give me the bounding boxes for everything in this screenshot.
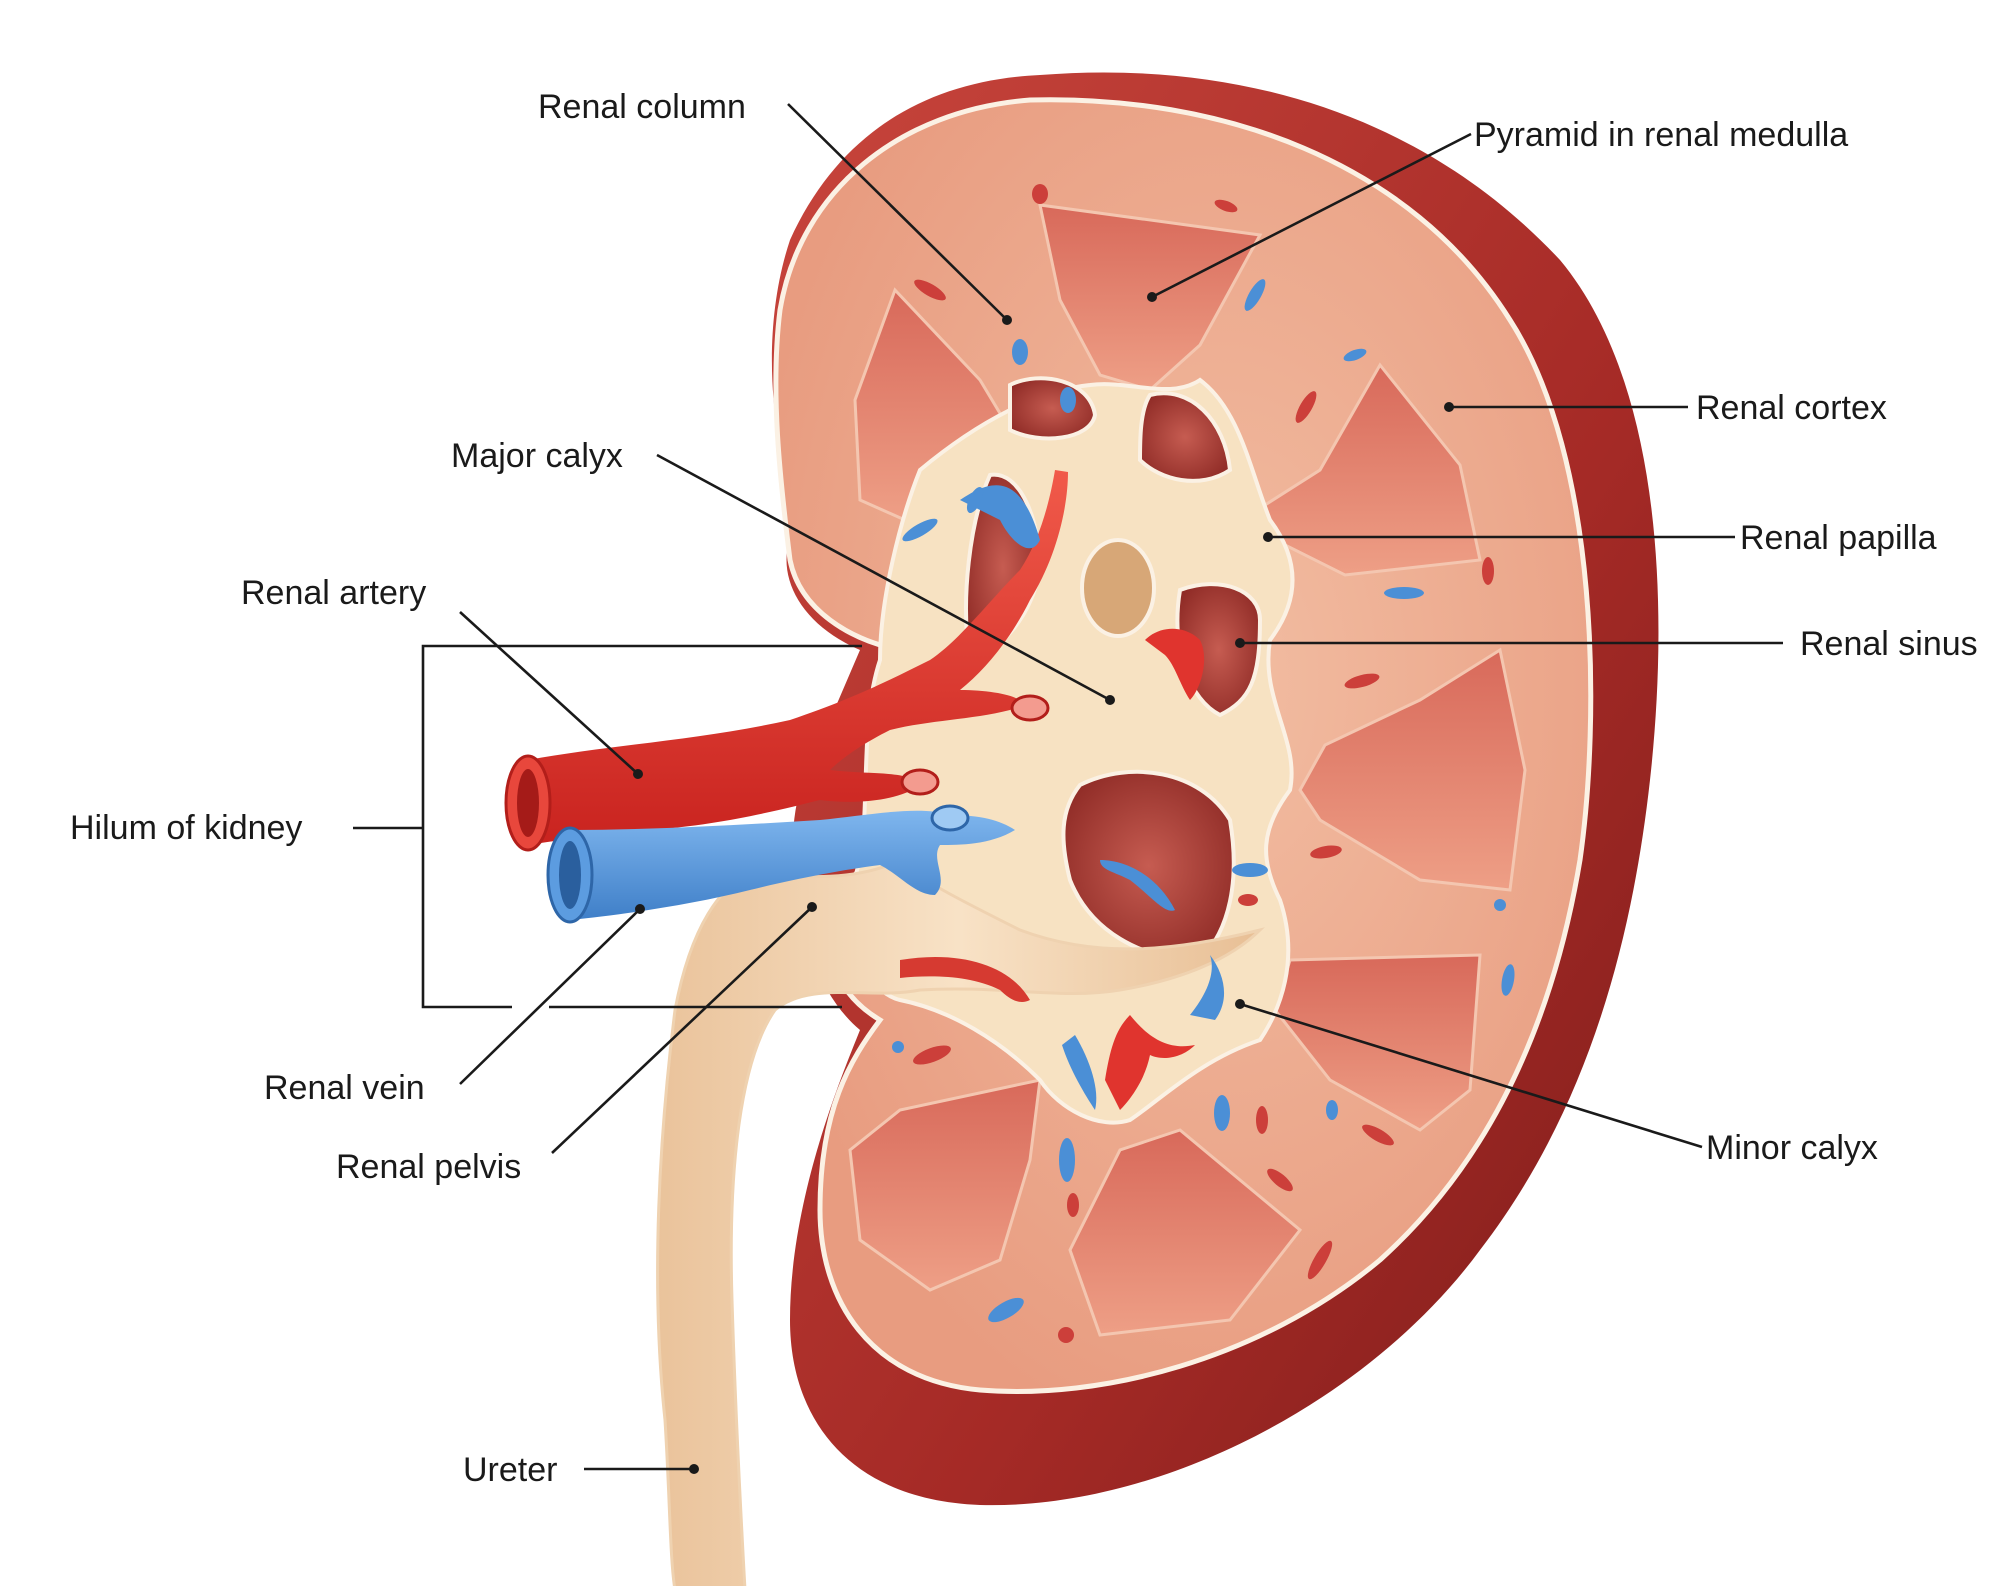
label-renal-pelvis: Renal pelvis <box>336 1148 521 1186</box>
leader-renal-vein <box>459 904 645 1085</box>
label-renal-sinus: Renal sinus <box>1800 625 1978 663</box>
leader-renal-artery <box>459 611 643 779</box>
label-renal-vein: Renal vein <box>264 1069 425 1107</box>
interlobar-vessels <box>892 184 1515 1343</box>
renal-pelvis-ureter <box>656 858 1265 1586</box>
leader-renal-pelvis <box>551 902 817 1154</box>
leader-renal-cortex <box>1444 402 1688 412</box>
leader-minor-calyx <box>1235 999 1703 1149</box>
label-renal-artery: Renal artery <box>241 574 426 612</box>
renal-artery-vessel <box>504 470 1205 1110</box>
label-renal-papilla: Renal papilla <box>1740 519 1937 557</box>
label-renal-cortex: Renal cortex <box>1696 389 1887 427</box>
leader-renal-column <box>787 103 1012 325</box>
label-pyramid: Pyramid in renal medulla <box>1474 116 1848 154</box>
label-minor-calyx: Minor calyx <box>1706 1129 1878 1167</box>
label-hilum: Hilum of kidney <box>70 809 302 847</box>
label-ureter: Ureter <box>463 1451 557 1489</box>
leader-ureter <box>584 1464 699 1474</box>
hilum-bracket <box>353 644 862 1009</box>
leader-renal-papilla <box>1263 532 1735 542</box>
leader-renal-sinus <box>1235 638 1783 648</box>
label-renal-column: Renal column <box>538 88 746 126</box>
label-major-calyx: Major calyx <box>451 437 623 475</box>
leader-pyramid <box>1147 132 1472 302</box>
leader-major-calyx <box>656 453 1115 705</box>
